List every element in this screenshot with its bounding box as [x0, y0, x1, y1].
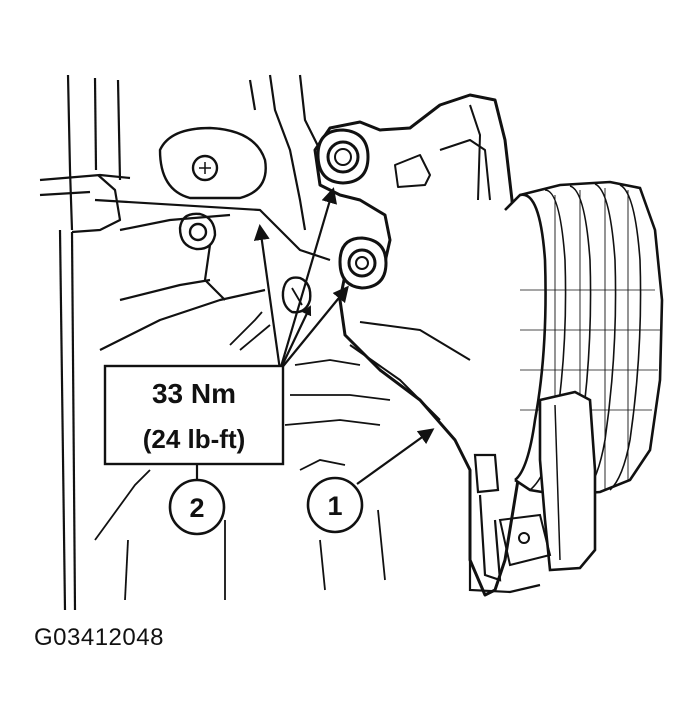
torque-metric: 33 Nm	[152, 378, 236, 409]
arrow-to-middle-bracket-bolt	[279, 285, 349, 371]
torque-imperial: (24 lb-ft)	[143, 424, 246, 454]
bracket-foot	[468, 453, 541, 594]
lower-engine-lines	[94, 311, 391, 601]
arrow-to-lower-bracket-bolt	[279, 305, 312, 371]
arrow-to-upper-boss	[253, 224, 282, 371]
upper-boss	[158, 126, 267, 200]
figure-id-label: G03412048	[34, 624, 164, 651]
lower-left-bolt	[178, 212, 217, 251]
callout-1: 1	[306, 476, 364, 534]
callout-1-leader	[356, 428, 435, 485]
arrow-to-upper-bracket-bolt	[278, 187, 338, 371]
compressor-bracket	[313, 93, 522, 597]
torque-leader-arrows	[253, 187, 349, 371]
callout-1-label: 1	[327, 491, 342, 521]
callout-2-label: 2	[189, 493, 204, 523]
callout-2: 2	[168, 478, 226, 536]
torque-spec-box: 33 Nm (24 lb-ft)	[103, 364, 285, 466]
middle-bracket-bolt	[338, 236, 388, 290]
engine-block-outline	[39, 74, 331, 611]
compressor-body	[498, 390, 597, 572]
upper-bracket-bolt	[316, 128, 370, 185]
